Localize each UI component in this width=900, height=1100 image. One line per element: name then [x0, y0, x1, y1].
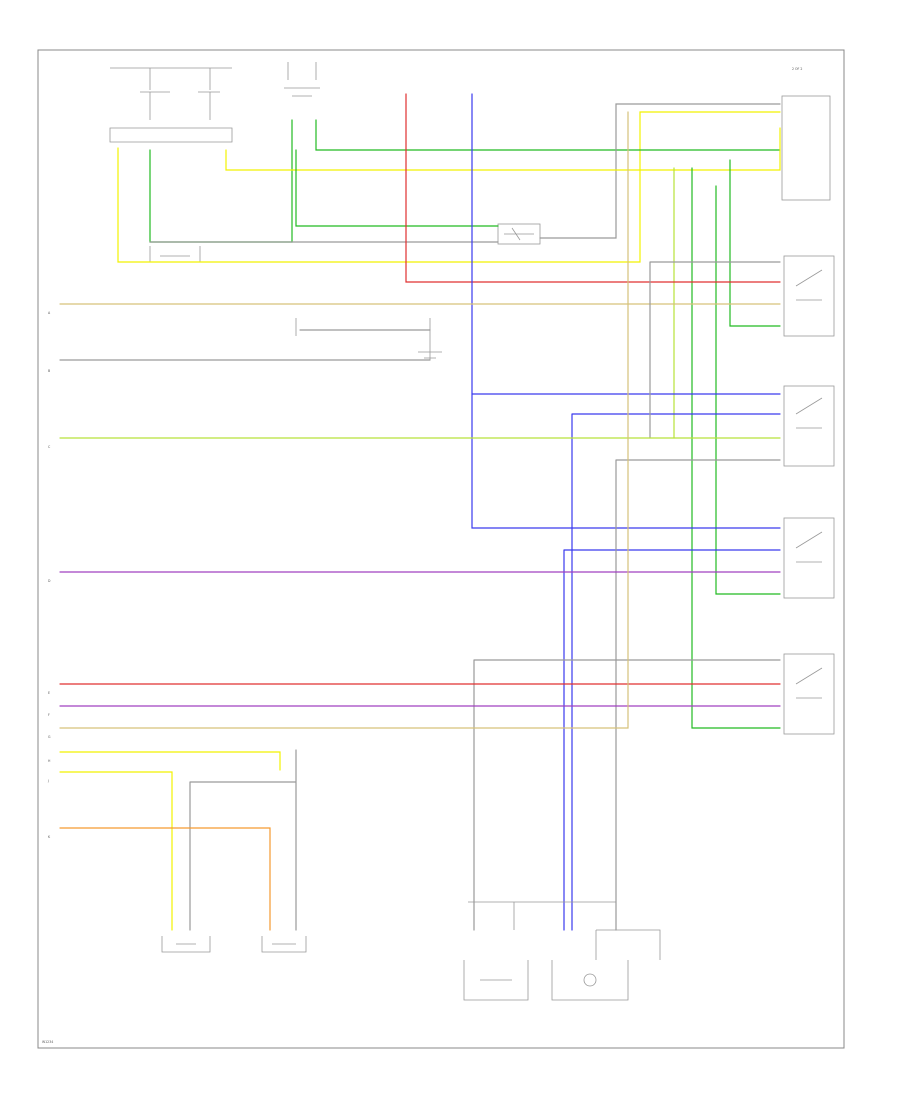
bottom-center-component-1	[463, 901, 616, 1001]
page-reference: 2 OF 2	[792, 67, 802, 71]
connector-label: K	[48, 835, 51, 839]
wire-blue-4	[563, 549, 781, 931]
right-switch-2	[783, 385, 835, 467]
wire-yellow-top	[117, 111, 781, 263]
connector-label: F	[48, 713, 50, 717]
connector-label: J	[47, 779, 49, 783]
footer-code: W1234	[42, 1040, 53, 1044]
wire-gray-bl	[189, 749, 297, 931]
wire-green-right-4	[691, 167, 781, 729]
bottom-center-component-2	[551, 960, 629, 1001]
wire-yellow-2	[225, 127, 781, 171]
wire-green-branch	[315, 119, 781, 151]
wire-green-right-2	[729, 159, 781, 327]
connector-label: D	[48, 579, 51, 583]
wire-yellow-bl-2	[59, 771, 173, 931]
connector-label: G	[48, 735, 51, 739]
relay-center	[497, 223, 541, 245]
top-left-switch-assembly	[109, 67, 233, 143]
wire-yellow-bl-1	[59, 751, 281, 771]
wire-gray-top	[149, 103, 781, 243]
wire-gray-5	[615, 459, 781, 931]
bottom-left-sensor	[161, 936, 211, 953]
center-sensor	[295, 318, 442, 360]
connector-label: A	[48, 311, 51, 315]
wire-gray-6	[473, 659, 781, 931]
wire-blue-1	[471, 93, 781, 529]
wire-green-right	[295, 149, 499, 227]
wire-red-1	[405, 93, 781, 283]
right-connector-top	[781, 95, 831, 201]
connector-label: B	[48, 369, 50, 373]
wire-gray-4	[649, 261, 781, 439]
right-switch-4	[783, 653, 835, 735]
right-switch-1	[783, 255, 835, 337]
wire-green-top	[149, 119, 293, 243]
top-center-switch-assembly	[284, 62, 320, 97]
wire-orange-bl	[59, 827, 271, 931]
bottom-left-switch	[261, 936, 307, 953]
connector-label: H	[48, 759, 51, 763]
bottom-right-sensor	[595, 929, 661, 960]
connector-label: C	[48, 445, 51, 449]
diagram-frame	[37, 49, 845, 1049]
wire-blue-3	[571, 413, 781, 931]
connector-label: E	[48, 691, 50, 695]
wire-tan-2	[59, 111, 629, 729]
wires	[59, 93, 781, 931]
right-switch-3	[783, 517, 835, 599]
wire-green-right-3	[715, 185, 781, 595]
cruise-relay	[149, 246, 201, 262]
